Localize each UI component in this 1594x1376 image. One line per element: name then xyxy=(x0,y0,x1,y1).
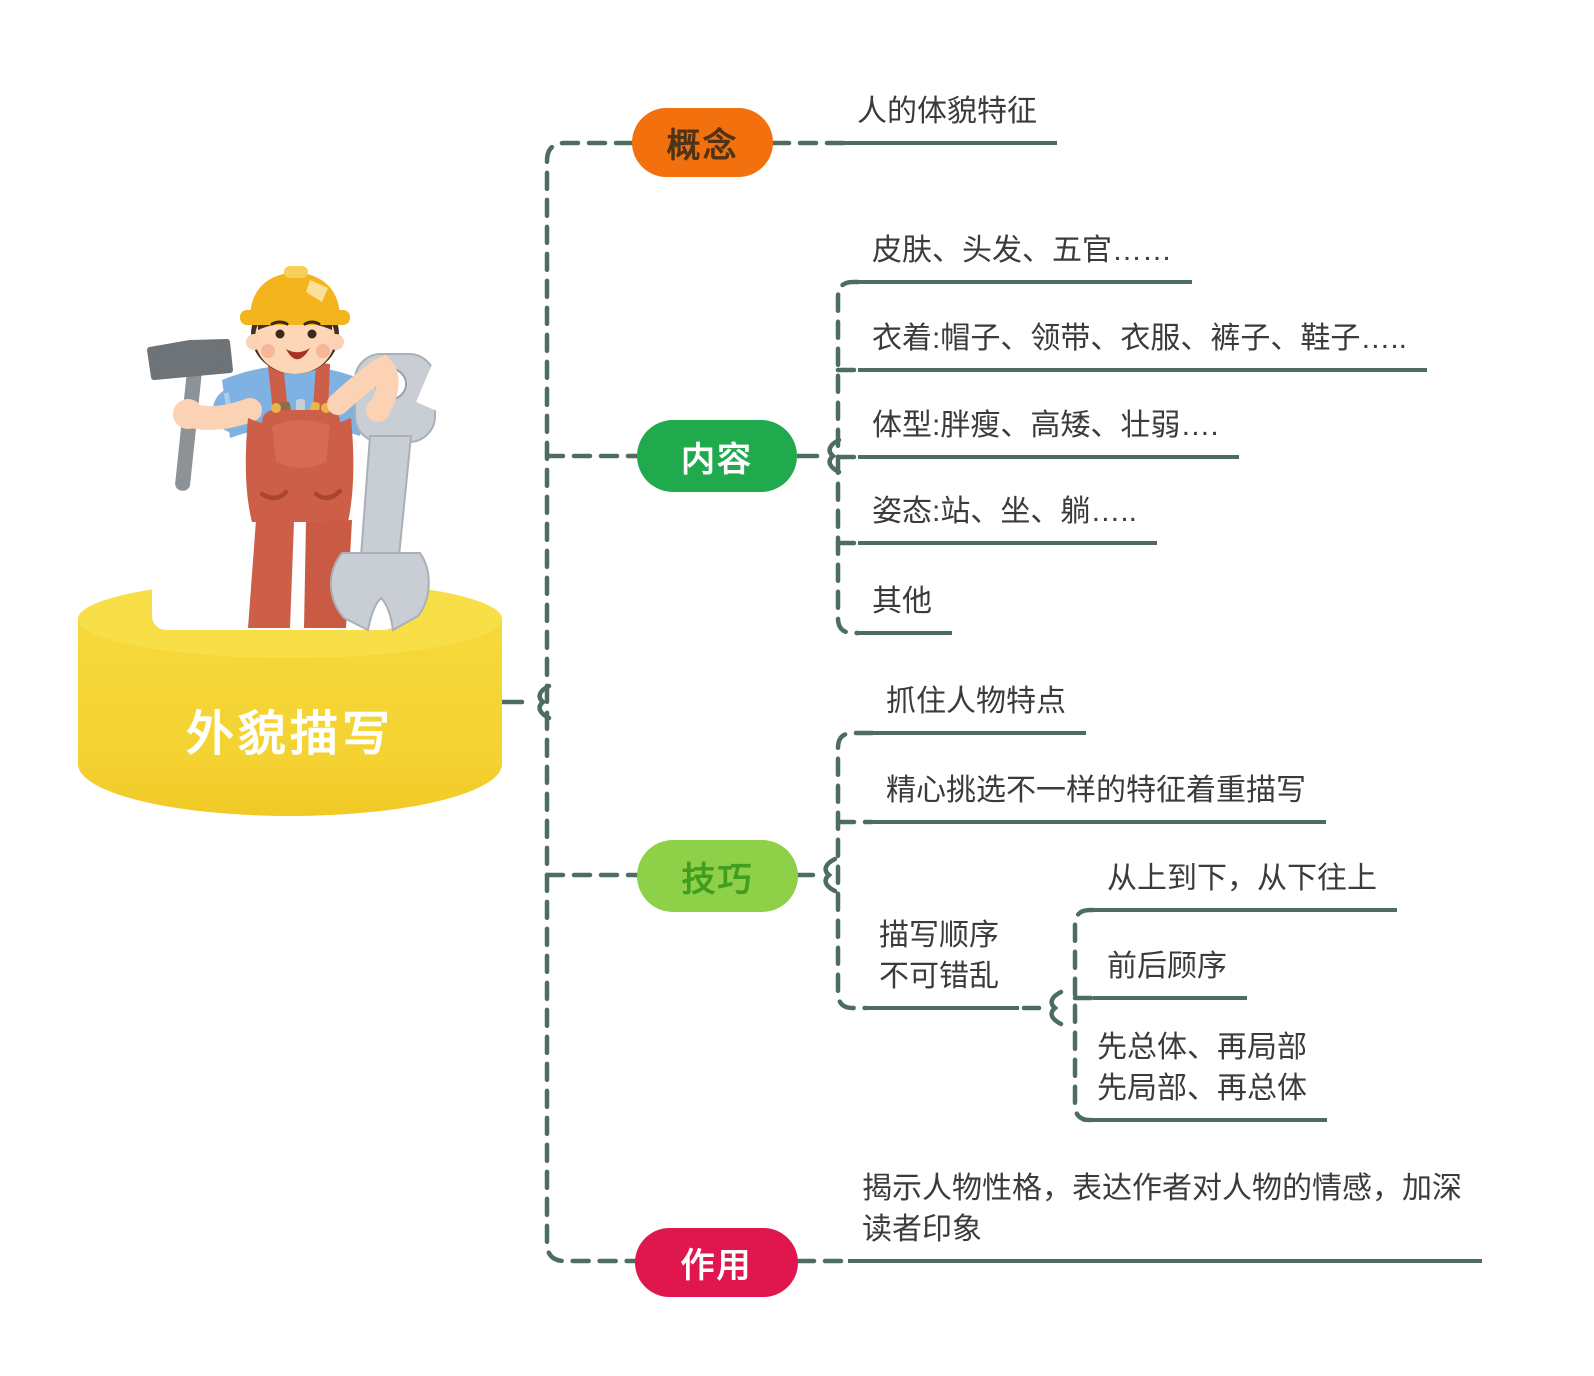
leaf-technique-grasp-features[interactable]: 抓住人物特点 xyxy=(872,681,1086,735)
worker-illustration xyxy=(147,266,444,632)
node-technique[interactable]: 技巧 xyxy=(637,840,798,912)
leaf-technique-order-group[interactable]: 描写顺序 不可错乱 xyxy=(865,915,1019,1010)
leaf-concept-definition[interactable]: 人的体貌特征 xyxy=(843,91,1057,145)
leaf-content-posture[interactable]: 姿态:站、坐、躺….. xyxy=(858,491,1158,545)
leaf-function-reveal-character[interactable]: 揭示人物性格，表达作者对人物的情感，加深 读者印象 xyxy=(848,1168,1482,1263)
leaf-order-top-down[interactable]: 从上到下，从下往上 xyxy=(1093,858,1397,912)
leaf-order-front-back[interactable]: 前后顾序 xyxy=(1093,946,1247,1000)
leaf-technique-select-features[interactable]: 精心挑选不一样的特征着重描写 xyxy=(872,770,1326,824)
node-concept[interactable]: 概念 xyxy=(632,108,773,177)
node-content[interactable]: 内容 xyxy=(637,420,797,492)
leaf-content-body-type[interactable]: 体型:胖瘦、高矮、壮弱…. xyxy=(858,405,1239,459)
leaf-content-skin-hair[interactable]: 皮肤、头发、五官…… xyxy=(858,230,1192,284)
node-function[interactable]: 作用 xyxy=(635,1228,798,1297)
leaf-content-other[interactable]: 其他 xyxy=(858,581,952,635)
leaf-content-clothing[interactable]: 衣着:帽子、领带、衣服、裤子、鞋子….. xyxy=(858,318,1428,372)
central-node-title[interactable]: 外貌描写 xyxy=(185,708,394,761)
leaf-order-whole-part[interactable]: 先总体、再局部 先局部、再总体 xyxy=(1083,1027,1327,1122)
